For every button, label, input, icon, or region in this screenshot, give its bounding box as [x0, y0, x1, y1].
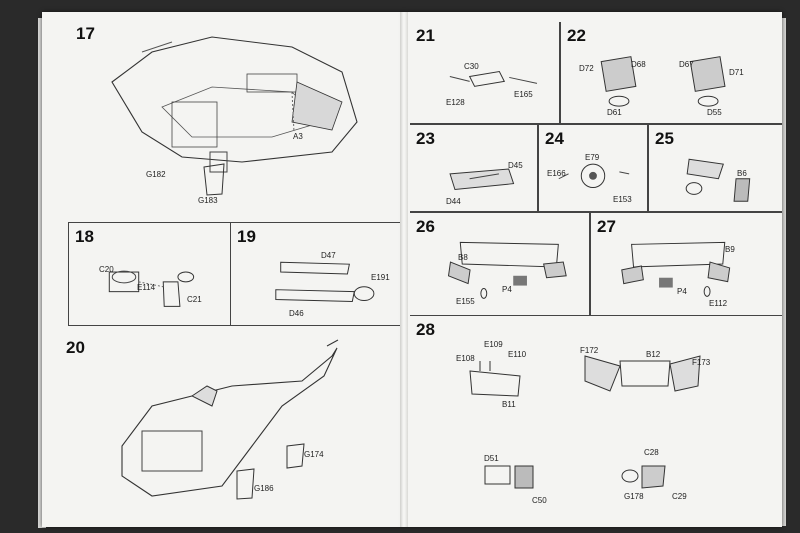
floor-panel-right-drawing — [591, 213, 782, 315]
part-label: B9 — [725, 245, 735, 254]
page-stack-right — [778, 18, 786, 526]
part-label: C20 — [99, 265, 114, 274]
step-26: 26 B8 E155 P4 — [410, 212, 590, 316]
part-label: G178 — [624, 492, 644, 501]
step-number: 25 — [655, 129, 674, 148]
step-number: 17 — [76, 24, 95, 43]
part-label: C30 — [464, 62, 479, 71]
part-label: C29 — [672, 492, 687, 501]
step-number: 26 — [416, 217, 435, 236]
floor-panel-left-drawing — [410, 213, 589, 315]
part-label: D61 — [607, 108, 622, 117]
step-17: 17 A3 G182 G183 — [42, 12, 404, 217]
part-label: B12 — [646, 350, 661, 359]
step-number: 27 — [597, 217, 616, 236]
part-label: E155 — [456, 297, 475, 306]
step-number: 23 — [416, 129, 435, 148]
part-label: E114 — [137, 283, 156, 292]
step-18: 18 C20 E114 C21 — [68, 222, 230, 326]
wheel-drawing — [539, 125, 647, 211]
part-label: D45 — [508, 161, 523, 170]
part-label: P4 — [502, 285, 512, 294]
part-label: D67 — [679, 60, 694, 69]
part-label: C28 — [644, 448, 659, 457]
part-label: D51 — [484, 454, 499, 463]
bench-drawing — [410, 125, 537, 211]
part-label: E165 — [514, 90, 533, 99]
step-19: 19 D47 E191 D46 — [230, 222, 404, 326]
seat-assembly-drawing — [69, 223, 230, 325]
part-label: E153 — [613, 195, 632, 204]
part-label: E191 — [371, 273, 390, 282]
instruction-page-right: 21 C30 E128 E165 22 D72 D68 D67 D71 D61 — [404, 12, 782, 527]
part-label: D46 — [289, 309, 304, 318]
part-label: B6 — [737, 169, 747, 178]
part-label: D47 — [321, 251, 336, 260]
part-label: A3 — [293, 132, 303, 141]
fuselage-interior-drawing — [42, 12, 404, 217]
part-label: F173 — [692, 358, 711, 367]
step-25: 25 B6 — [648, 124, 782, 212]
step-21: 21 C30 E128 E165 — [410, 22, 560, 124]
part-label: E79 — [585, 153, 600, 162]
cockpit-seats-drawing — [410, 316, 782, 527]
step-number: 22 — [567, 26, 586, 45]
step-28: 28 E109 E108 E110 B11 F172 B12 F173 C28 … — [410, 316, 782, 527]
part-label: B8 — [458, 253, 468, 262]
gear-drawing — [649, 125, 782, 211]
part-label: G183 — [198, 196, 218, 205]
part-label: E112 — [709, 299, 728, 308]
part-label: E108 — [456, 354, 475, 363]
part-label: D68 — [631, 60, 646, 69]
panel-assembly-drawing — [231, 223, 403, 325]
part-label: D72 — [579, 64, 594, 73]
step-22: 22 D72 D68 D67 D71 D61 D55 — [560, 22, 782, 124]
part-label: G186 — [254, 484, 274, 493]
part-label: D44 — [446, 197, 461, 206]
part-label: D55 — [707, 108, 722, 117]
step-number: 21 — [416, 26, 435, 45]
instruction-page-left: 17 A3 G182 G183 18 — [42, 12, 404, 527]
part-label: E110 — [508, 350, 527, 359]
part-label: E128 — [446, 98, 465, 107]
part-label: F172 — [580, 346, 599, 355]
step-number: 19 — [237, 227, 256, 246]
helicopter-assembly-drawing — [42, 326, 404, 527]
part-label: E166 — [547, 169, 566, 178]
step-number: 20 — [66, 338, 85, 357]
step-23: 23 D45 D44 — [410, 124, 538, 212]
part-label: E109 — [484, 340, 503, 349]
part-label: B11 — [502, 400, 516, 409]
rotor-hub-drawing — [410, 22, 559, 123]
part-label: C50 — [532, 496, 547, 505]
part-label: G174 — [304, 450, 324, 459]
step-27: 27 B9 P4 E112 — [590, 212, 782, 316]
step-number: 18 — [75, 227, 94, 246]
part-label: D71 — [729, 68, 744, 77]
step-20: 20 G174 G186 — [42, 326, 404, 527]
step-number: 28 — [416, 320, 435, 339]
part-label: C21 — [187, 295, 202, 304]
step-number: 24 — [545, 129, 564, 148]
part-label: G182 — [146, 170, 166, 179]
part-label: P4 — [677, 287, 687, 296]
seat-pair-drawing — [561, 22, 782, 123]
step-24: 24 E79 E166 E153 — [538, 124, 648, 212]
book-gutter — [400, 12, 408, 527]
